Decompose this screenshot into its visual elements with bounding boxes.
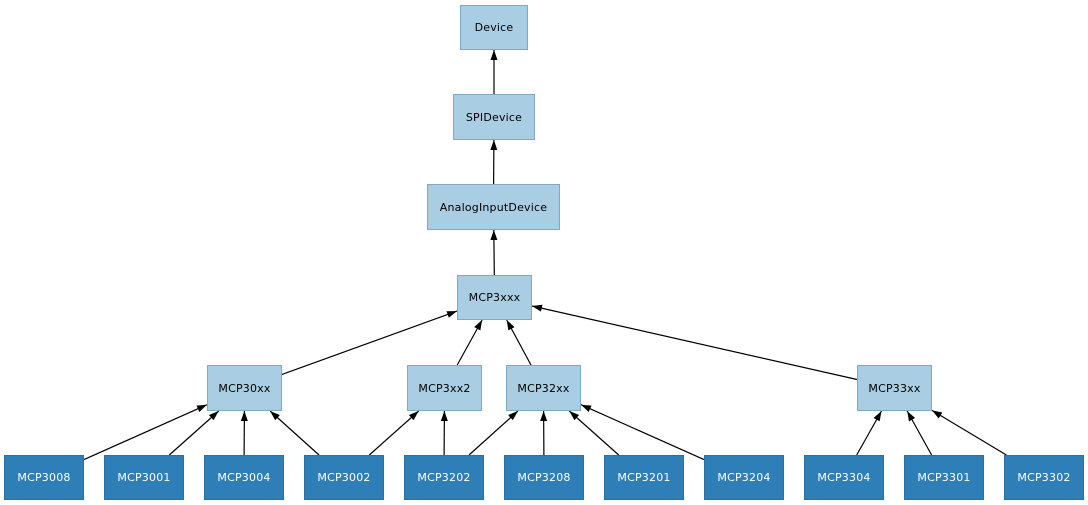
edge-MCP3301-to-MCP33xx (906, 410, 933, 456)
class-node-MCP3008[interactable]: MCP3008 (4, 455, 84, 500)
edge-MCP32xx-to-MCP3xxx (506, 319, 532, 366)
class-node-MCP3001[interactable]: MCP3001 (104, 455, 184, 500)
class-node-MCP3004[interactable]: MCP3004 (204, 455, 284, 500)
edge-MCP3302-to-MCP33xx (931, 409, 1007, 456)
edge-MCP3201-to-MCP32xx (568, 410, 620, 456)
edge-MCP3002-to-MCP30xx (269, 410, 320, 456)
edge-MCP3202-to-MCP32xx (468, 410, 519, 456)
edge-MCP3304-to-MCP33xx (856, 410, 883, 456)
class-node-MCP3202[interactable]: MCP3202 (404, 455, 484, 500)
edge-MCP3xx2-to-MCP3xxx (456, 319, 483, 366)
edge-MCP30xx-to-MCP3xxx (281, 310, 458, 375)
class-node-MCP3xxx[interactable]: MCP3xxx (457, 275, 532, 320)
class-node-MCP3201[interactable]: MCP3201 (604, 455, 684, 500)
class-node-MCP32xx[interactable]: MCP32xx (506, 365, 581, 411)
class-node-MCP30xx[interactable]: MCP30xx (207, 365, 282, 411)
edge-MCP3008-to-MCP30xx (83, 404, 208, 461)
class-node-MCP3302[interactable]: MCP3302 (1004, 455, 1084, 500)
class-node-AnalogInputDevice[interactable]: AnalogInputDevice (427, 184, 560, 230)
edge-MCP3002-to-MCP3xx2 (368, 410, 420, 456)
class-node-SPIDevice[interactable]: SPIDevice (453, 94, 535, 140)
class-node-MCP3002[interactable]: MCP3002 (304, 455, 384, 500)
class-node-MCP3304[interactable]: MCP3304 (804, 455, 884, 500)
class-node-MCP3301[interactable]: MCP3301 (904, 455, 984, 500)
class-node-MCP33xx[interactable]: MCP33xx (857, 365, 932, 411)
edge-MCP33xx-to-MCP3xxx (531, 304, 858, 381)
edges-group (83, 50, 1007, 461)
class-node-Device[interactable]: Device (460, 5, 528, 50)
class-node-MCP3xx2[interactable]: MCP3xx2 (407, 365, 482, 411)
class-node-MCP3204[interactable]: MCP3204 (704, 455, 784, 500)
class-node-MCP3208[interactable]: MCP3208 (504, 455, 584, 500)
edge-MCP3204-to-MCP32xx (580, 404, 705, 461)
edge-MCP3xxx-to-AnalogInputDevice (490, 229, 498, 276)
edge-MCP3001-to-MCP30xx (168, 410, 220, 456)
